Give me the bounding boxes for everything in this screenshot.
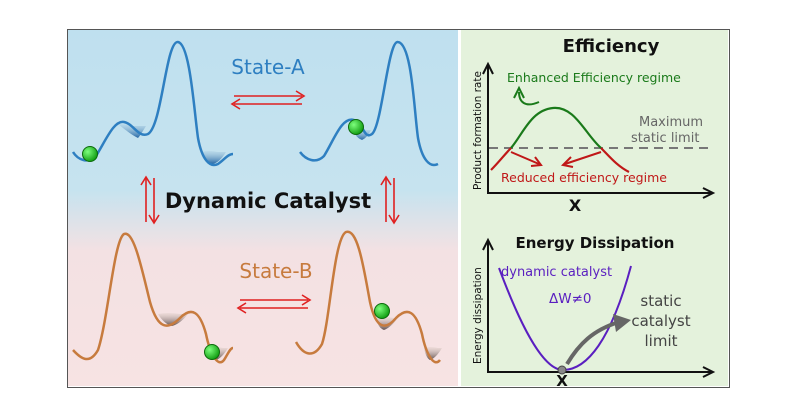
- figure-frame: State-A State-B Dynamic Catalyst Efficie…: [67, 29, 730, 388]
- dynamic-catalyst-label: Dynamic Catalyst: [165, 189, 371, 213]
- enhanced-regime-label: Enhanced Efficiency regime: [507, 70, 681, 85]
- particle-ball: [374, 303, 390, 319]
- dissipation-x-axis-label: X: [556, 372, 568, 386]
- max-static-limit-label-2: static limit: [631, 131, 699, 146]
- state-b-landscape-left: [72, 232, 234, 364]
- landscape-diagram: State-A State-B Dynamic Catalyst: [71, 40, 442, 364]
- efficiency-title: Efficiency: [563, 36, 660, 57]
- energy-landscape-panel: State-A State-B Dynamic Catalyst: [68, 30, 458, 386]
- minimum-point: [557, 365, 567, 375]
- state-b-label: State-B: [239, 259, 312, 283]
- analysis-panel: Efficiency Product formation rate X Enha…: [461, 30, 728, 386]
- efficiency-y-axis-label: Product formation rate: [472, 71, 484, 190]
- efficiency-axes: [482, 61, 716, 199]
- enhanced-arrow: [513, 85, 540, 106]
- dynamic-catalyst-curve-label: dynamic catalyst: [501, 265, 612, 280]
- static-label-3: limit: [645, 332, 678, 350]
- efficiency-x-axis-label: X: [569, 196, 582, 215]
- state-a-landscape-right: [299, 40, 439, 167]
- dissipation-title: Energy Dissipation: [516, 234, 675, 252]
- max-static-limit-label-1: Maximum: [639, 115, 703, 130]
- efficiency-curve-reduced-left: [490, 147, 512, 171]
- horizontal-double-arrow-bottom: [236, 294, 312, 314]
- static-limit-arrow: [565, 314, 631, 366]
- static-label-2: catalyst: [631, 312, 690, 330]
- vertical-double-arrow-left: [140, 175, 160, 225]
- dissipation-curve: [498, 265, 632, 372]
- work-label: ΔW≠0: [549, 291, 591, 307]
- static-label-1: static: [640, 292, 681, 310]
- reduced-regime-label: Reduced efficiency regime: [501, 170, 667, 185]
- dissipation-axes: [482, 237, 716, 378]
- reduced-arrows: [510, 151, 602, 168]
- state-a-landscape-left: [71, 40, 234, 167]
- state-a-label: State-A: [231, 55, 305, 79]
- particle-ball: [204, 344, 220, 360]
- state-b-landscape-right: [294, 230, 442, 364]
- dissipation-y-axis-label: Energy dissipation: [472, 267, 484, 364]
- vertical-double-arrow-right: [380, 175, 400, 225]
- horizontal-double-arrow-top: [230, 90, 306, 110]
- analysis-plots: Efficiency Product formation rate X Enha…: [472, 36, 716, 386]
- efficiency-curve-reduced-right: [600, 147, 630, 173]
- efficiency-curve-enhanced: [510, 106, 602, 149]
- particle-ball: [348, 119, 364, 135]
- particle-ball: [82, 146, 98, 162]
